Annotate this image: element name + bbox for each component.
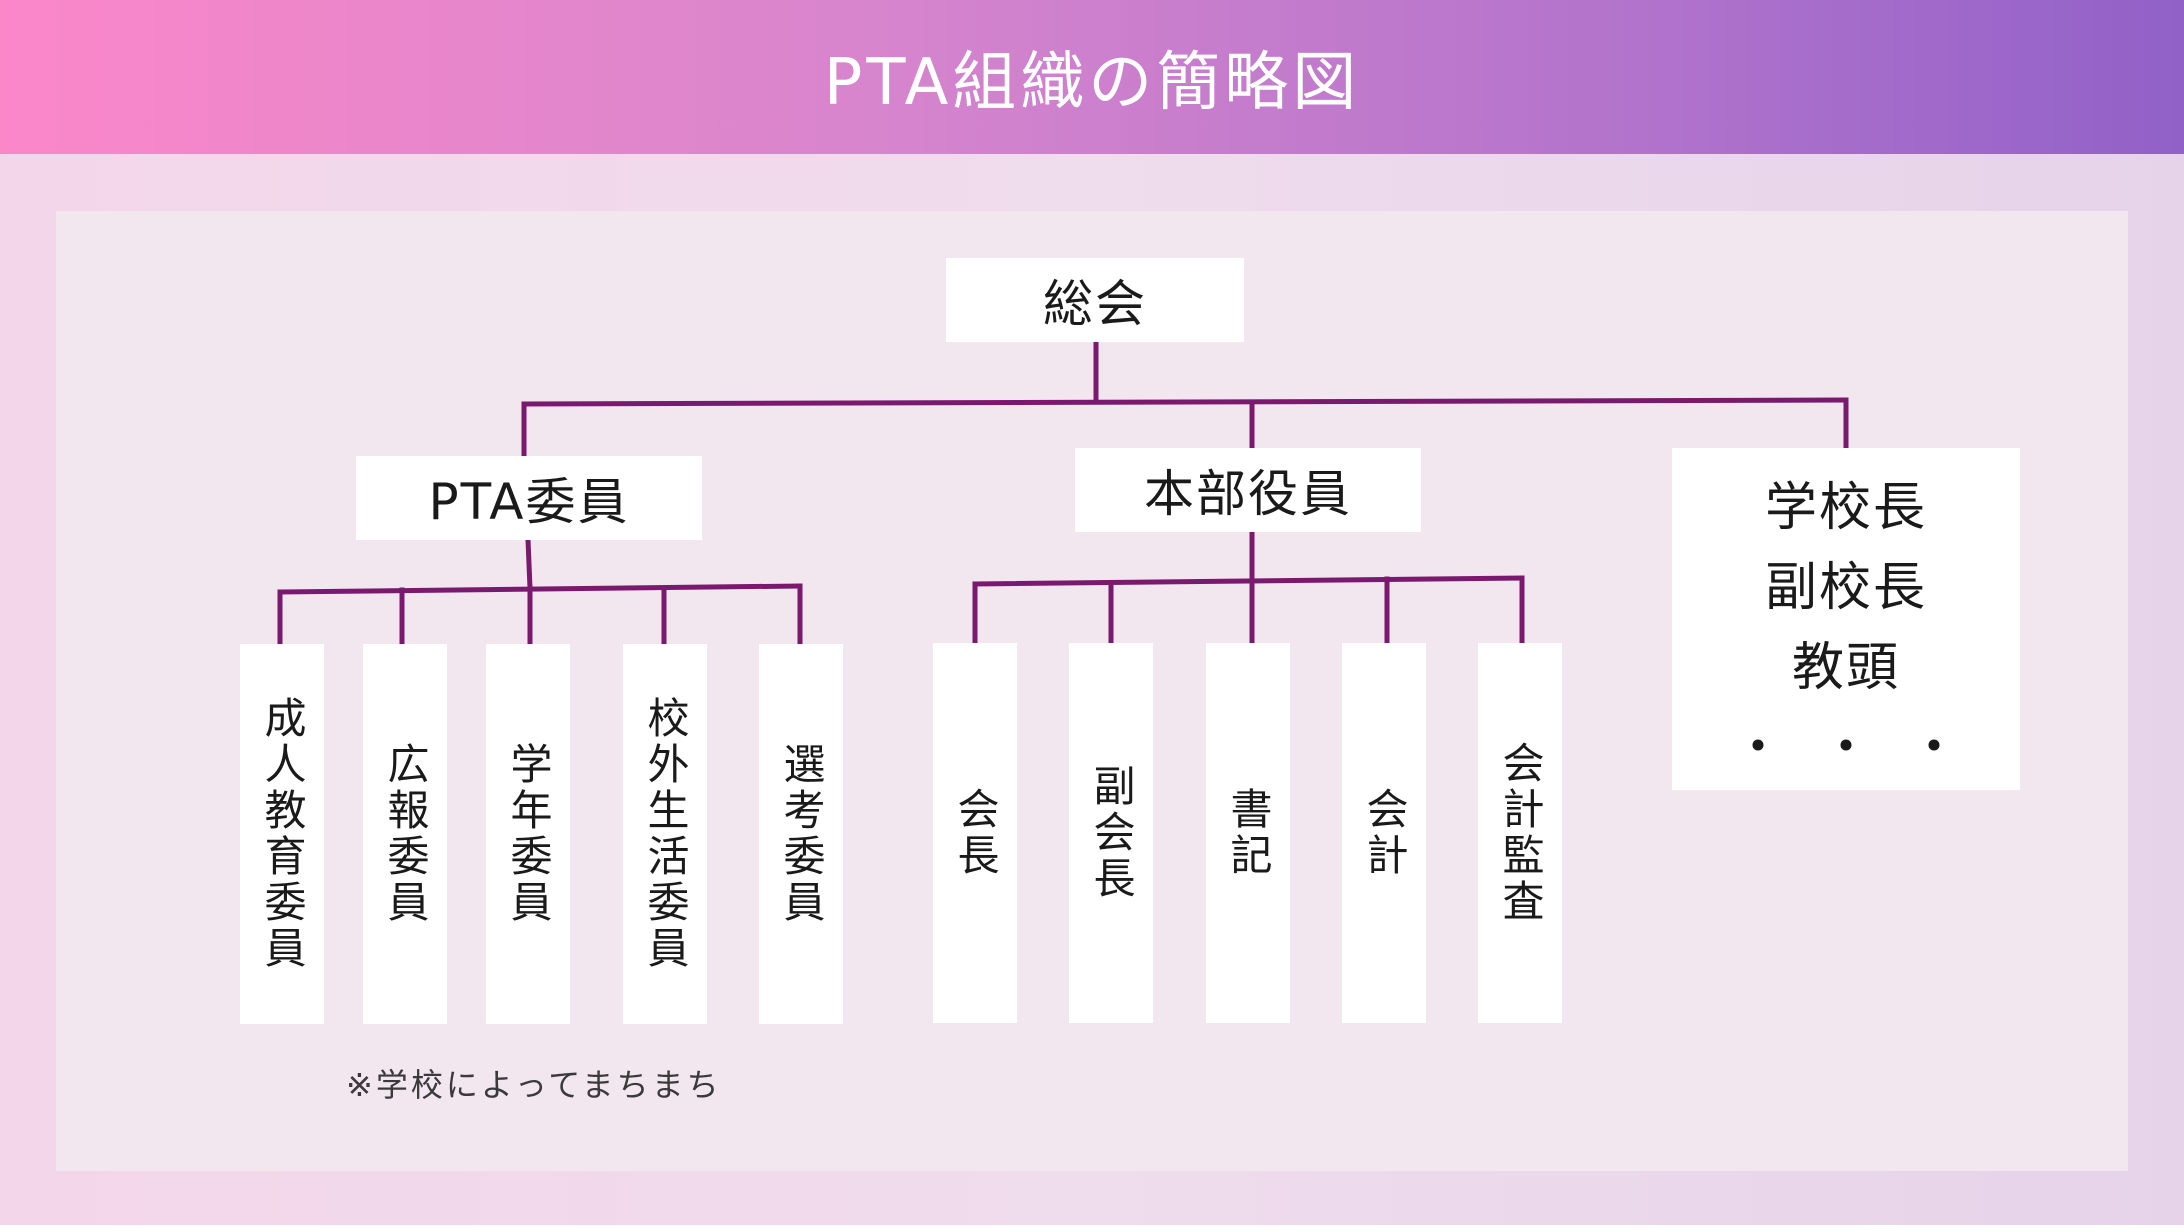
node-label: 総会 [1043,275,1147,333]
node-public-relations: 広報委員 [363,644,447,1024]
node-vice-president: 副会長 [1069,643,1153,1023]
node-president: 会長 [933,643,1017,1023]
node-label: 広報委員 [381,742,430,926]
node-label: 校外生活委員 [641,696,690,972]
node-selection-committee: 選考委員 [759,644,843,1024]
node-label: 副会長 [1087,764,1136,902]
node-adult-education: 成人教育委員 [240,644,324,1024]
header-banner: PTA組織の簡略図 [0,0,2184,154]
page-title: PTA組織の簡略図 [823,46,1361,120]
node-label: 学年委員 [504,742,553,926]
node-grade-committee: 学年委員 [486,644,570,1024]
staff-line-ellipsis: ・・・ [1731,718,1996,778]
node-executive-officers: 本部役員 [1075,448,1421,532]
staff-line: 副校長 [1764,558,1927,618]
node-label: 会計 [1360,787,1409,879]
node-treasurer: 会計 [1342,643,1426,1023]
staff-line: 教頭 [1791,638,1900,698]
node-label: PTA委員 [428,473,630,531]
node-label: 本部役員 [1144,465,1352,523]
bottom-strip [0,1225,2184,1229]
staff-line: 学校長 [1764,478,1927,538]
node-label: 書記 [1224,787,1273,879]
node-label: 成人教育委員 [258,696,307,972]
node-general-assembly: 総会 [946,258,1244,342]
node-outside-school-life: 校外生活委員 [623,644,707,1024]
node-school-staff: 学校長 副校長 教頭 ・・・ [1672,448,2020,790]
node-label: 会長 [951,787,1000,879]
footnote: ※学校によってまちまち [346,1066,722,1104]
node-label: 選考委員 [777,742,826,926]
node-auditor: 会計監査 [1478,643,1562,1023]
node-pta-committee: PTA委員 [356,456,702,540]
node-label: 会計監査 [1496,741,1545,925]
node-secretary: 書記 [1206,643,1290,1023]
